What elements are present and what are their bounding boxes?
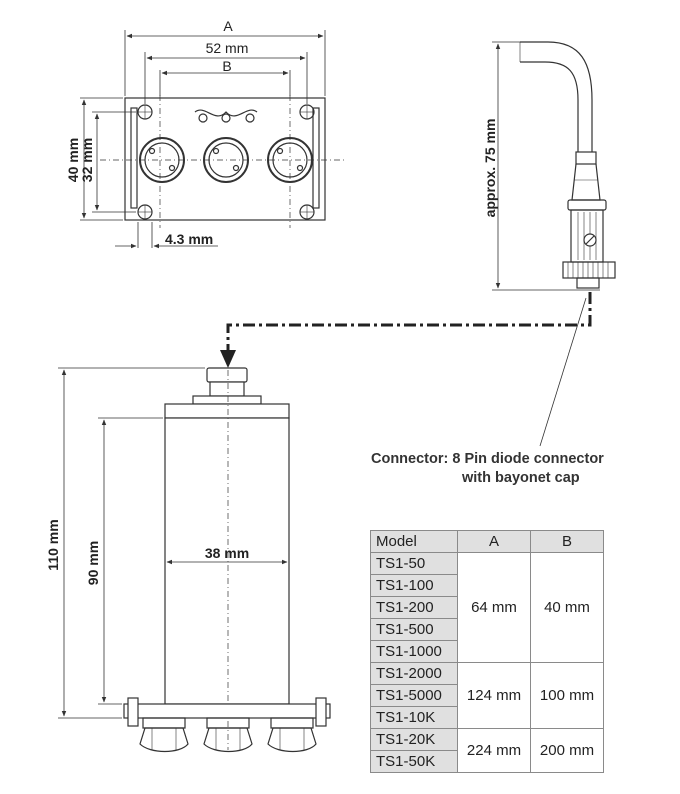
- top-foot-right: [267, 137, 313, 183]
- table-row: TS1-200: [370, 596, 604, 619]
- side-foot-center: [203, 717, 253, 753]
- dim-32-label: 32 mm: [79, 138, 95, 182]
- dim-75-label: approx. 75 mm: [482, 119, 498, 218]
- a-value-cell: 224 mm: [457, 728, 531, 773]
- model-cell: TS1-5000: [370, 684, 458, 707]
- dim-4-3-label: 4.3 mm: [165, 231, 213, 247]
- top-base-plate: [124, 97, 326, 221]
- side-view-dimensions: [58, 367, 288, 719]
- dim-b-label: B: [222, 58, 231, 74]
- top-screw-holes: [137, 104, 315, 220]
- model-cell: TS1-2000: [370, 662, 458, 685]
- table-row: TS1-2000 124 mm 100 mm: [370, 662, 604, 729]
- table-row: TS1-50K: [370, 750, 604, 773]
- model-cell: TS1-20K: [370, 728, 458, 751]
- model-cell: TS1-50K: [370, 750, 458, 773]
- table-row: TS1-1000: [370, 640, 604, 663]
- b-value-cell: 40 mm: [530, 552, 604, 663]
- table-row: TS1-500: [370, 618, 604, 641]
- model-cell: TS1-200: [370, 596, 458, 619]
- connector-strain-relief: [575, 151, 597, 165]
- dim-110-label: 110 mm: [45, 519, 61, 570]
- b-value-cell: 100 mm: [530, 662, 604, 729]
- table-row: TS1-50 64 mm 40 mm: [370, 552, 604, 663]
- model-cell: TS1-1000: [370, 640, 458, 663]
- b-value-cell: 200 mm: [530, 728, 604, 773]
- a-value-cell: 124 mm: [457, 662, 531, 729]
- side-foot-right: [267, 717, 317, 753]
- caption-line-2: with bayonet cap: [462, 470, 580, 486]
- connector-cable: [520, 41, 593, 152]
- top-foot-center: [203, 137, 249, 183]
- side-foot-left: [139, 717, 189, 753]
- connector-caption: Connector: 8 Pin diode connector with ba…: [371, 450, 651, 488]
- table-row: TS1-20K 224 mm 200 mm: [370, 728, 604, 773]
- caption-leader-line: [539, 297, 587, 447]
- top-wire-bail: [194, 109, 258, 123]
- model-cell: TS1-10K: [370, 706, 458, 729]
- model-cell: TS1-100: [370, 574, 458, 597]
- header-a: A: [457, 530, 531, 553]
- top-left-tab: [130, 107, 138, 209]
- model-cell: TS1-500: [370, 618, 458, 641]
- header-b: B: [530, 530, 604, 553]
- side-base-plate: [123, 703, 331, 719]
- header-model: Model: [370, 530, 458, 553]
- model-dimension-table: Model A B TS1-50 64 mm 40 mm TS1-100 TS1…: [370, 530, 604, 773]
- top-view-dimensions: [80, 30, 326, 249]
- side-top-connector: [206, 367, 248, 383]
- table-header-row: Model A B: [370, 530, 604, 553]
- dim-a-label: A: [223, 18, 233, 34]
- model-cell: TS1-50: [370, 552, 458, 575]
- dim-90-label: 90 mm: [85, 541, 101, 585]
- dim-40-label: 40 mm: [65, 138, 81, 182]
- top-right-tab: [312, 107, 320, 209]
- side-body: [164, 417, 290, 705]
- connection-path: [220, 292, 592, 368]
- dim-38-label: 38 mm: [205, 545, 249, 561]
- dim-52-label: 52 mm: [206, 40, 249, 56]
- top-foot-left: [139, 137, 185, 183]
- top-view: [100, 95, 345, 228]
- a-value-cell: 64 mm: [457, 552, 531, 663]
- connector-bayonet-cap: [562, 261, 616, 279]
- caption-line-1: Connector: 8 Pin diode connector: [371, 451, 604, 467]
- connector-view: [492, 41, 616, 291]
- table-row: TS1-5000: [370, 684, 604, 707]
